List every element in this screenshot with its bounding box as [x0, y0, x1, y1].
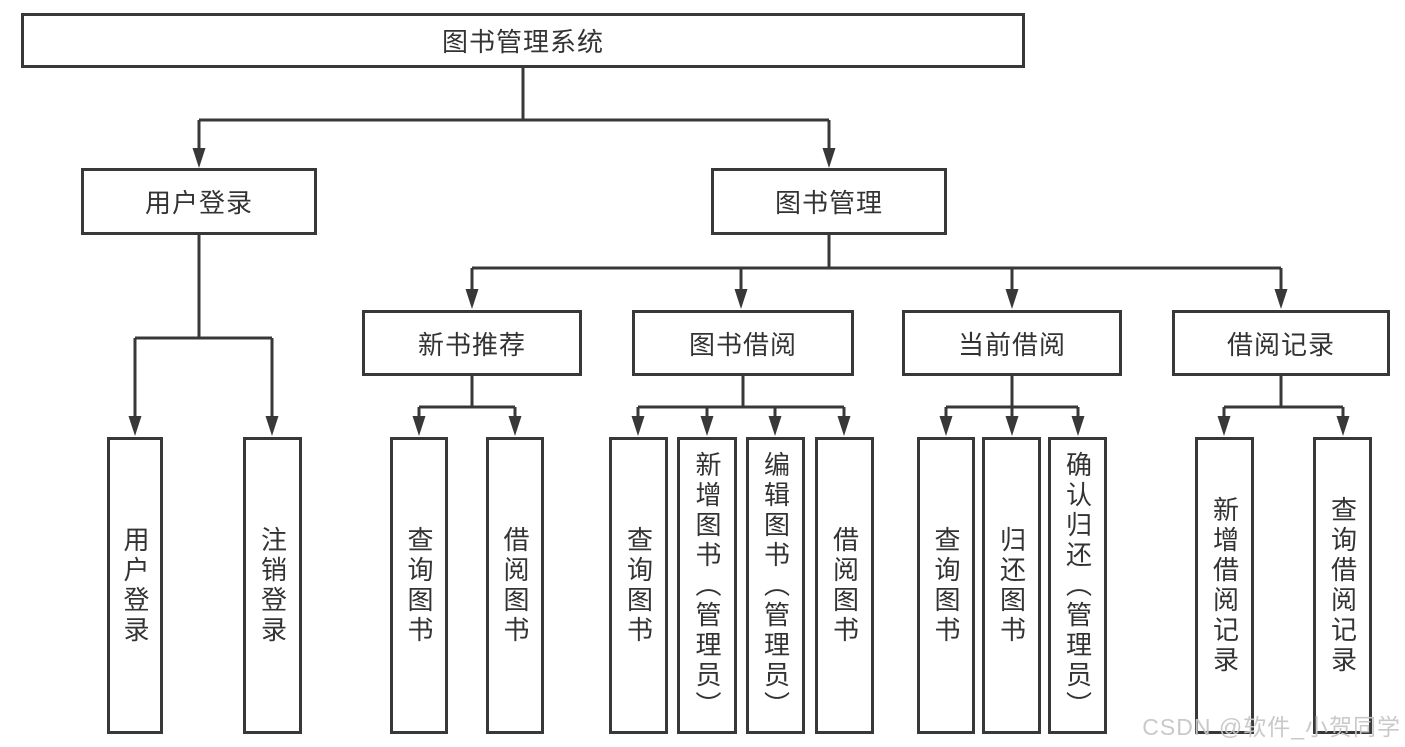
- connector-root: [197, 68, 831, 151]
- node-current-borrowing-label: 当前借阅: [957, 329, 1066, 360]
- leaf-confirm-return-admin: 确认归还（管理员）: [1048, 437, 1107, 734]
- leaf-borrow-books-label: 借阅图书: [500, 525, 530, 646]
- node-book-borrowing: 图书借阅: [632, 310, 854, 376]
- leaf-add-borrow-record: 新增借阅记录: [1195, 437, 1254, 734]
- node-book-management: 图书管理: [711, 168, 947, 235]
- leaf-add-books-admin-label: 新增图书（管理员）: [692, 450, 722, 721]
- node-new-book-recommendation-label: 新书推荐: [417, 329, 526, 360]
- node-root-label: 图书管理系统: [441, 27, 604, 57]
- node-user-login-label: 用户登录: [144, 188, 253, 218]
- node-root: 图书管理系统: [21, 13, 1025, 68]
- leaf-logout-label: 注销登录: [257, 525, 288, 646]
- leaf-borrow-books-label: 借阅图书: [829, 525, 860, 646]
- leaf-edit-books-admin-label: 编辑图书（管理员）: [760, 450, 791, 721]
- leaf-edit-books-admin: 编辑图书（管理员）: [746, 437, 805, 734]
- leaf-return-books-label: 归还图书: [996, 525, 1027, 646]
- connector-current-borrow: [944, 376, 1080, 419]
- leaf-query-books-under-current: 查询图书: [917, 437, 975, 734]
- leaf-query-books-label: 查询图书: [404, 525, 434, 646]
- node-book-management-label: 图书管理: [774, 188, 883, 218]
- node-book-borrowing-label: 图书借阅: [688, 329, 797, 360]
- connector-borrow-records: [1222, 376, 1345, 419]
- leaf-query-borrow-record-label: 查询借阅记录: [1327, 495, 1358, 676]
- leaf-query-borrow-record: 查询借阅记录: [1313, 437, 1372, 734]
- node-current-borrowing: 当前借阅: [902, 310, 1122, 376]
- leaf-user-login: 用户登录: [107, 437, 163, 734]
- leaf-borrow-books-under-borrowing: 借阅图书: [815, 437, 874, 734]
- node-borrowing-records-label: 借阅记录: [1226, 329, 1335, 360]
- node-new-book-recommendation: 新书推荐: [362, 310, 582, 376]
- node-user-login: 用户登录: [81, 168, 317, 235]
- leaf-query-books-label: 查询图书: [931, 525, 961, 646]
- leaf-add-borrow-record-label: 新增借阅记录: [1209, 495, 1240, 676]
- connector-user-login: [133, 235, 274, 419]
- leaf-query-books-label: 查询图书: [623, 525, 654, 646]
- leaf-confirm-return-admin-label: 确认归还（管理员）: [1062, 450, 1093, 721]
- leaf-return-books: 归还图书: [982, 437, 1041, 734]
- leaf-user-login-label: 用户登录: [120, 525, 150, 646]
- node-borrowing-records: 借阅记录: [1172, 310, 1390, 376]
- connector-book-borrow: [636, 376, 846, 419]
- csdn-watermark: CSDN @软件_小贺同学: [1142, 714, 1401, 740]
- leaf-logout: 注销登录: [243, 437, 302, 734]
- connector-book-mgmt: [470, 235, 1283, 292]
- leaf-query-books-under-borrowing: 查询图书: [609, 437, 668, 734]
- connector-new-book-rec: [417, 376, 517, 419]
- leaf-add-books-admin: 新增图书（管理员）: [677, 437, 737, 734]
- leaf-query-books-under-recommendation: 查询图书: [390, 437, 448, 734]
- leaf-borrow-books-under-recommendation: 借阅图书: [486, 437, 544, 734]
